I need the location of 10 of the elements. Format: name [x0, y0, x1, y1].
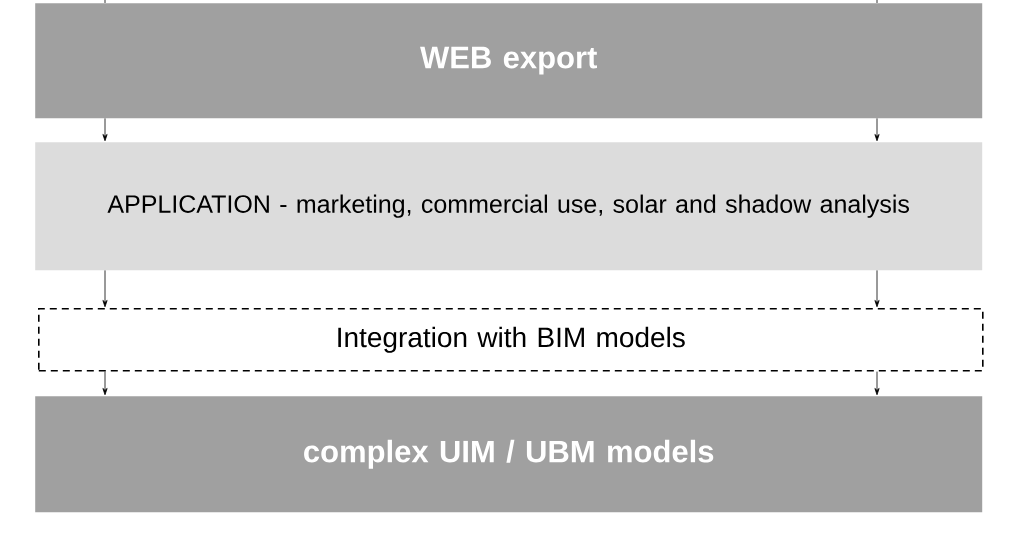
dashed-box: Integration with BIM models [38, 308, 984, 372]
process-box: WEB export [35, 3, 983, 119]
arrow [102, 118, 108, 142]
arrow [102, 371, 108, 396]
arrow [102, 270, 108, 308]
arrow [874, 118, 880, 142]
arrow [874, 371, 880, 396]
arrow [874, 270, 880, 308]
process-box: APPLICATION - marketing, commercial use, solar and shadow analysis [35, 142, 983, 271]
process-box: complex UIM / UBM models [35, 396, 983, 513]
